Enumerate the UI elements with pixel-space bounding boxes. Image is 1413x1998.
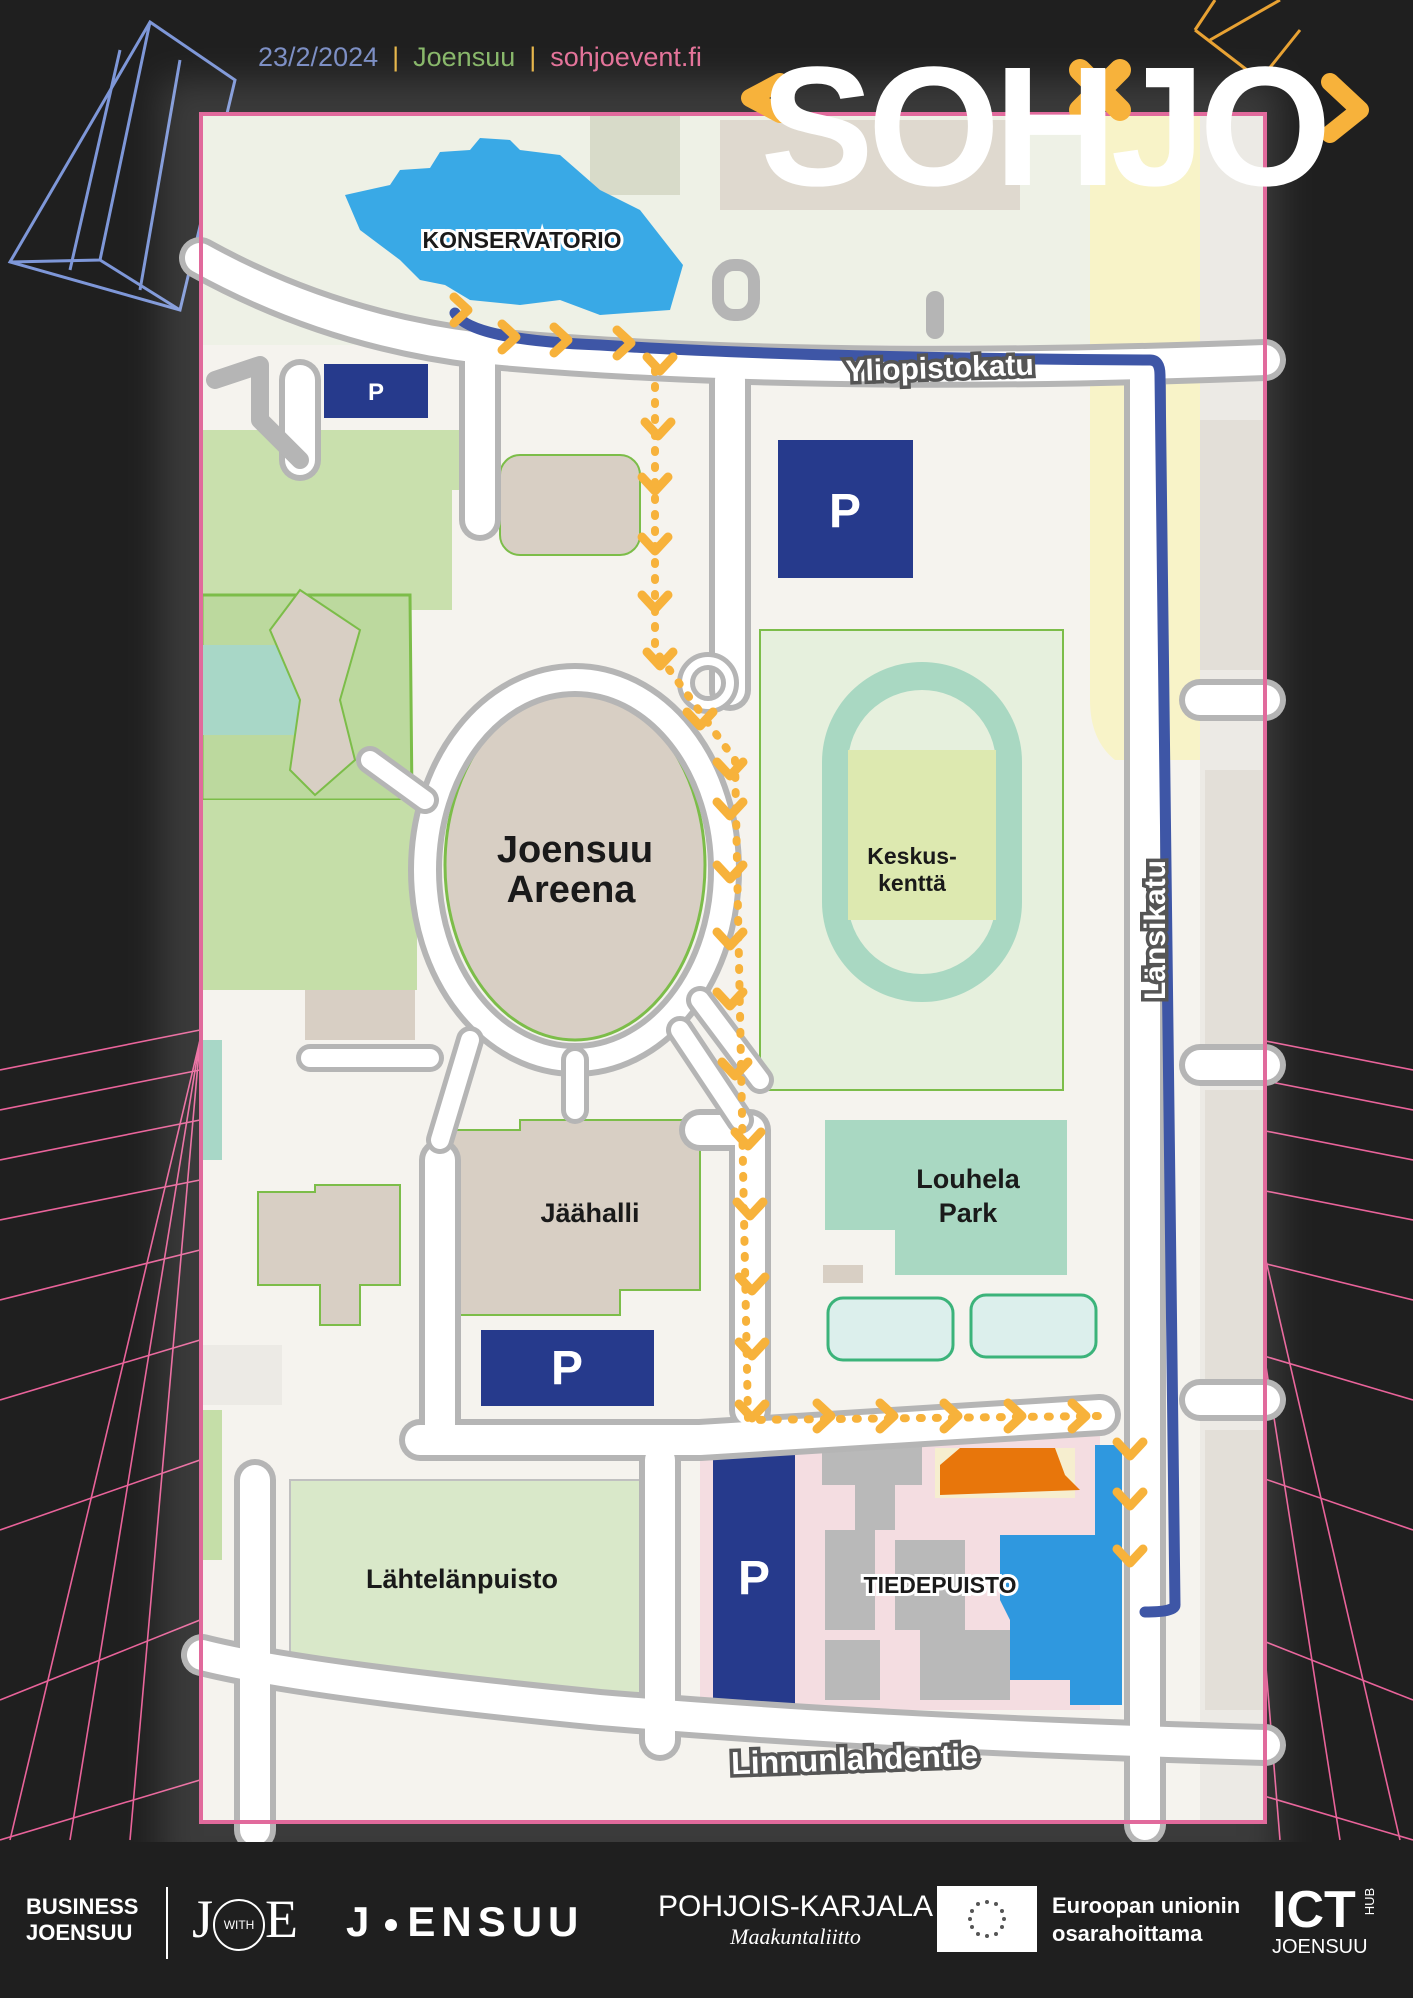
pk-line1: POHJOIS-KARJALA bbox=[658, 1890, 934, 1923]
joensuu-letter: J bbox=[346, 1898, 376, 1945]
walking-route bbox=[449, 292, 1148, 1568]
route-chevron bbox=[642, 647, 678, 671]
joe-letter: J bbox=[192, 1889, 214, 1949]
route-chevron bbox=[449, 292, 473, 328]
event-website-link[interactable]: sohjoevent.fi bbox=[550, 42, 702, 72]
route-chevron bbox=[1112, 1437, 1148, 1461]
eu-flag-icon bbox=[937, 1886, 1037, 1952]
eu-line2: osarahoittama bbox=[1052, 1921, 1203, 1946]
route-chevron bbox=[730, 1127, 766, 1151]
route-chevron bbox=[712, 757, 748, 781]
route-chevron bbox=[1067, 1398, 1091, 1434]
separator: | bbox=[529, 42, 537, 72]
route-dots bbox=[651, 366, 1104, 1424]
pohjois-karjala-logo: POHJOIS-KARJALA Maakuntaliitto bbox=[658, 1890, 933, 1950]
ict-hub-logo: ICT HUB JOENSUU bbox=[1272, 1880, 1383, 1959]
eu-funding-text: Euroopan unionin osarahoittama bbox=[1052, 1892, 1240, 1948]
joensuu-logo: J ENSUU bbox=[346, 1898, 584, 1946]
label-lahtelanpuisto: Lähtelänpuisto bbox=[366, 1564, 558, 1594]
label-areena: Areena bbox=[507, 869, 637, 911]
label-louhela: Louhela bbox=[916, 1164, 1020, 1194]
event-city: Joensuu bbox=[413, 42, 516, 72]
label-jaahalli: Jäähalli bbox=[540, 1198, 639, 1228]
route-chevron bbox=[734, 1399, 770, 1423]
footer-divider bbox=[166, 1887, 168, 1959]
joensuu-text: ENSUU bbox=[407, 1898, 585, 1945]
route-chevron bbox=[497, 319, 521, 355]
route-chevron bbox=[1112, 1544, 1148, 1568]
event-date: 23/2/2024 bbox=[258, 42, 379, 72]
parking-label: P bbox=[738, 1552, 770, 1605]
business-line1: BUSINESS bbox=[26, 1894, 139, 1919]
route-chevron bbox=[682, 707, 718, 731]
route-chevron bbox=[734, 1337, 770, 1361]
joe-with-circle: WITH bbox=[213, 1898, 266, 1951]
route-chevron bbox=[812, 1398, 836, 1434]
event-info-header: 23/2/2024 | Joensuu | sohjoevent.fi bbox=[258, 42, 702, 73]
label-keskuskentta: Keskus- bbox=[867, 843, 956, 869]
route-chevron bbox=[642, 352, 678, 376]
label-keskuskentta: kenttä bbox=[878, 870, 946, 896]
route-chevron bbox=[637, 472, 673, 496]
parking-label: P bbox=[551, 1342, 583, 1395]
business-joensuu-logo: BUSINESS JOENSUU bbox=[26, 1894, 138, 1946]
joensuu-dot bbox=[385, 1918, 398, 1931]
label-louhela: Park bbox=[939, 1198, 999, 1228]
parking-label: P bbox=[829, 485, 861, 538]
label-areena: Joensuu bbox=[497, 829, 653, 871]
map[interactable]: P P P P KONSERVATORIO Yliopistokatu Läns… bbox=[179, 112, 1286, 1851]
label-lansikatu: Länsikatu bbox=[1139, 860, 1172, 1000]
route-chevron bbox=[939, 1398, 963, 1434]
route-chevron bbox=[734, 1272, 770, 1296]
parking-label: P bbox=[368, 379, 384, 406]
separator: | bbox=[392, 42, 400, 72]
business-line2: JOENSUU bbox=[26, 1920, 133, 1945]
label-konservatorio: KONSERVATORIO bbox=[423, 227, 622, 253]
svg-text:SOHJO: SOHJO bbox=[760, 32, 1325, 222]
map-frame bbox=[199, 112, 1267, 1824]
ict-text: ICT bbox=[1272, 1881, 1356, 1939]
route-chevron bbox=[612, 325, 636, 361]
route-chevron bbox=[1112, 1487, 1148, 1511]
hub-text: HUB bbox=[1361, 1887, 1377, 1916]
route-chevron bbox=[1003, 1398, 1027, 1434]
eu-line1: Euroopan unionin bbox=[1052, 1893, 1241, 1918]
label-yliopistokatu: Yliopistokatu bbox=[845, 349, 1034, 389]
sohjo-logo: SOHJO bbox=[741, 32, 1369, 222]
route-chevron bbox=[875, 1398, 899, 1434]
label-tiedepuisto: TIEDEPUISTO bbox=[864, 1572, 1017, 1598]
pk-line2: Maakuntaliitto bbox=[730, 1924, 861, 1949]
route-chevron bbox=[549, 322, 573, 358]
blue-road-line bbox=[449, 307, 1181, 1618]
ict-city: JOENSUU bbox=[1272, 1936, 1368, 1958]
joe-letter: E bbox=[265, 1889, 299, 1949]
